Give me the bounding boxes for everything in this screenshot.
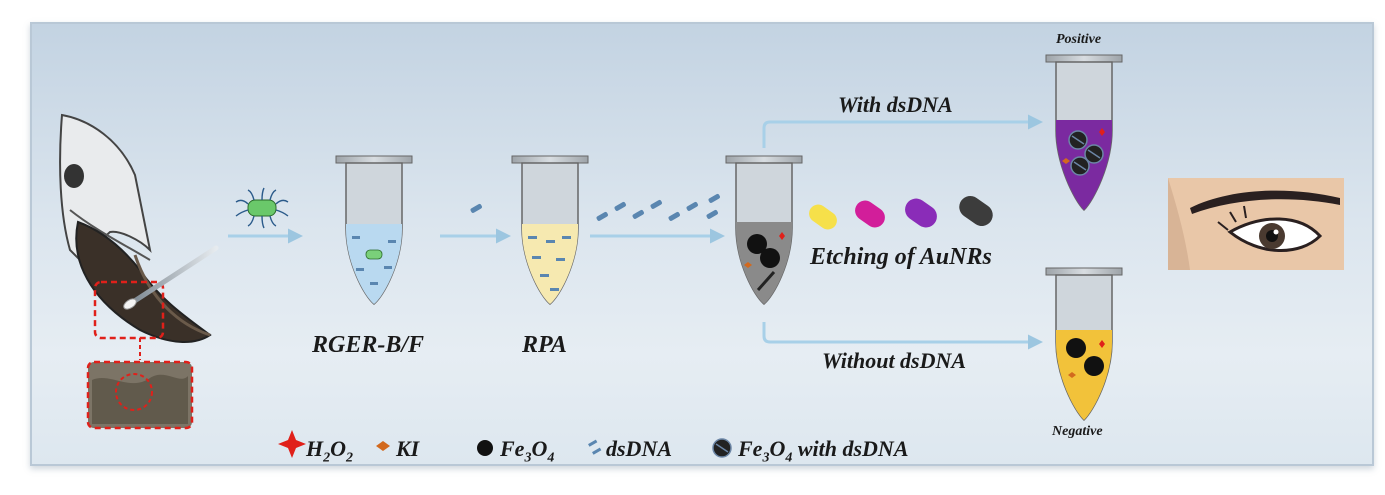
label-rpa: RPA — [522, 332, 567, 358]
label-rger: RGER-B/F — [312, 332, 425, 358]
legend-ki: KI — [396, 436, 420, 461]
dsdna-marks — [470, 194, 720, 221]
label-positive: Positive — [1056, 32, 1102, 47]
label-with-dsdna: With dsDNA — [838, 92, 953, 117]
bacteria-icon — [235, 187, 289, 229]
tube-rger — [335, 155, 413, 305]
tube-rpa — [511, 155, 589, 305]
label-without-dsdna: Without dsDNA — [822, 348, 967, 373]
arrow-with-dsdna — [762, 114, 1043, 148]
legend-symbols — [278, 430, 732, 458]
arrow-without-dsdna — [762, 322, 1043, 350]
legend-dsdna: dsDNA — [606, 436, 673, 461]
eye-illustration — [1168, 178, 1344, 270]
tube-positive — [1045, 54, 1123, 212]
tube-detection — [725, 155, 803, 305]
diagram-panel — [30, 22, 1374, 466]
skull-illustration — [59, 113, 219, 430]
aunr-pills — [809, 195, 993, 230]
label-etching: Etching of AuNRs — [810, 244, 992, 270]
label-negative: Negative — [1052, 424, 1103, 439]
tube-negative — [1045, 267, 1123, 422]
legend-fe3o4-with-dsdna: Fe3O4 with dsDNA — [738, 436, 909, 466]
legend-fe3o4: Fe3O4 — [500, 436, 555, 466]
legend-h2o2: H2O2 — [306, 436, 354, 466]
